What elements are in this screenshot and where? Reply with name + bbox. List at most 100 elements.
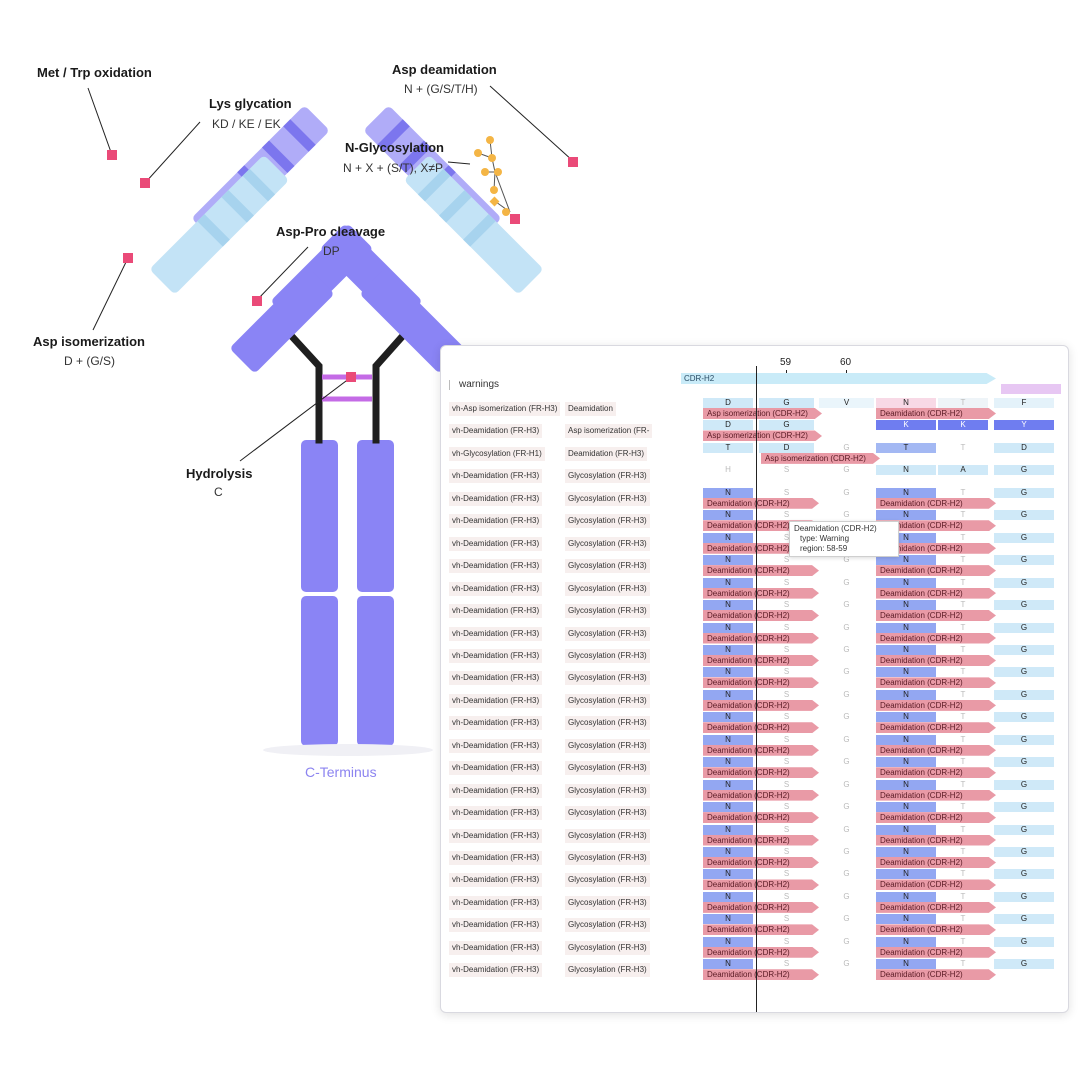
- annotation-bar[interactable]: Deamidation (CDR-H2): [876, 857, 996, 868]
- warning-label-secondary[interactable]: Glycosylation (FR-H3): [565, 963, 650, 978]
- residue-cell[interactable]: T: [938, 936, 988, 947]
- residue-cell[interactable]: G: [819, 757, 874, 768]
- annotation-bar[interactable]: Deamidation (CDR-H2): [703, 677, 819, 689]
- annotation-bar[interactable]: Deamidation (CDR-H2): [703, 542, 819, 554]
- residue-cell[interactable]: N: [876, 914, 936, 925]
- residue-cell[interactable]: G: [819, 600, 874, 611]
- warnings-panel[interactable]: warnings 59 60 CDR-H2 vh-Asp isomerizati…: [440, 345, 1069, 1013]
- residue-cell[interactable]: T: [938, 600, 988, 611]
- annotation-bar[interactable]: Deamidation (CDR-H2): [876, 654, 996, 666]
- warning-label-secondary[interactable]: Glycosylation (FR-H3): [565, 491, 650, 506]
- residue-cell[interactable]: G: [819, 936, 874, 947]
- residue-cell[interactable]: N: [703, 600, 753, 611]
- warning-label-secondary[interactable]: Glycosylation (FR-H3): [565, 783, 650, 798]
- residue-cell[interactable]: G: [994, 622, 1054, 633]
- annotation-bar[interactable]: Deamidation (CDR-H2): [876, 587, 996, 599]
- annotation-bar[interactable]: Deamidation (CDR-H2): [703, 834, 819, 846]
- residue-cell[interactable]: N: [876, 757, 936, 768]
- residue-cell[interactable]: G: [994, 757, 1054, 768]
- warning-label-secondary[interactable]: Glycosylation (FR-H3): [565, 895, 650, 910]
- residue-cell[interactable]: G: [819, 622, 874, 633]
- residue-cell[interactable]: S: [759, 734, 814, 745]
- residue-cell[interactable]: S: [759, 667, 814, 678]
- residue-cell[interactable]: T: [938, 577, 988, 588]
- warning-label[interactable]: vh-Deamidation (FR-H3): [449, 693, 543, 708]
- annotation-bar[interactable]: Deamidation (CDR-H2): [876, 789, 996, 801]
- table-row[interactable]: vh-Deamidation (FR-H3)Glycosylation (FR-…: [441, 779, 1068, 802]
- residue-cell[interactable]: G: [994, 824, 1054, 835]
- residue-cell[interactable]: T: [938, 779, 988, 790]
- residue-cell[interactable]: T: [938, 734, 988, 745]
- annotation-bar[interactable]: Deamidation (CDR-H2): [876, 901, 996, 913]
- residue-cell[interactable]: N: [876, 847, 936, 857]
- residue-cell[interactable]: N: [703, 712, 753, 723]
- annotation-bar[interactable]: Deamidation (CDR-H2): [876, 699, 996, 711]
- warning-label-secondary[interactable]: Deamidation (FR-H3): [565, 446, 648, 461]
- residue-cell[interactable]: N: [703, 936, 753, 947]
- residue-cell[interactable]: N: [703, 869, 753, 880]
- annotation-bar[interactable]: Asp isomerization (CDR-H2): [761, 452, 880, 464]
- position-cursor[interactable]: [756, 366, 757, 1012]
- warning-label[interactable]: vh-Deamidation (FR-H3): [449, 424, 543, 439]
- residue-cell[interactable]: S: [759, 622, 814, 633]
- annotation-bar[interactable]: Asp isomerization (CDR-H2): [703, 408, 822, 419]
- annotation-bar[interactable]: Deamidation (CDR-H2): [876, 497, 996, 509]
- residue-cell[interactable]: N: [876, 622, 936, 633]
- warning-label-secondary[interactable]: Glycosylation (FR-H3): [565, 851, 650, 865]
- annotation-bar[interactable]: Deamidation (CDR-H2): [876, 767, 996, 779]
- residue-cell[interactable]: T: [938, 802, 988, 813]
- table-row[interactable]: vh-Deamidation (FR-H3)Glycosylation (FR-…: [441, 712, 1068, 734]
- warning-label[interactable]: vh-Deamidation (FR-H3): [449, 918, 543, 933]
- table-row[interactable]: vh-Deamidation (FR-H3)Glycosylation (FR-…: [441, 936, 1068, 959]
- table-row[interactable]: vh-Deamidation (FR-H3)Glycosylation (FR-…: [441, 959, 1068, 981]
- annotation-bar[interactable]: Deamidation (CDR-H2): [703, 520, 819, 532]
- warning-label[interactable]: vh-Deamidation (FR-H3): [449, 469, 543, 484]
- residue-cell[interactable]: G: [819, 510, 874, 521]
- table-row[interactable]: vh-Deamidation (FR-H3)Glycosylation (FR-…: [441, 465, 1068, 487]
- residue-cell[interactable]: Y: [994, 420, 1054, 431]
- residue-cell[interactable]: G: [819, 667, 874, 678]
- residue-cell[interactable]: N: [876, 510, 936, 521]
- residue-cell[interactable]: S: [759, 555, 814, 566]
- residue-cell[interactable]: G: [819, 802, 874, 813]
- warning-label[interactable]: vh-Deamidation (FR-H3): [449, 895, 543, 910]
- annotation-bar[interactable]: Deamidation (CDR-H2): [703, 946, 819, 958]
- residue-cell[interactable]: G: [994, 847, 1054, 857]
- residue-cell[interactable]: G: [994, 510, 1054, 521]
- residue-cell[interactable]: N: [876, 689, 936, 700]
- annotation-bar[interactable]: Deamidation (CDR-H2): [876, 565, 996, 577]
- warning-label-secondary[interactable]: Glycosylation (FR-H3): [565, 716, 650, 731]
- residue-cell[interactable]: D: [703, 398, 753, 408]
- residue-cell[interactable]: D: [994, 442, 1054, 453]
- residue-cell[interactable]: T: [938, 644, 988, 655]
- residue-cell[interactable]: D: [703, 420, 753, 431]
- warning-label[interactable]: vh-Deamidation (FR-H3): [449, 761, 543, 776]
- residue-cell[interactable]: T: [938, 689, 988, 700]
- table-row[interactable]: vh-Deamidation (FR-H3)Glycosylation (FR-…: [441, 802, 1068, 824]
- residue-cell[interactable]: T: [938, 398, 988, 408]
- warning-label[interactable]: vh-Deamidation (FR-H3): [449, 873, 543, 888]
- residue-cell[interactable]: G: [759, 420, 814, 431]
- residue-cell[interactable]: T: [938, 712, 988, 723]
- residue-cell[interactable]: G: [819, 891, 874, 902]
- annotation-bar[interactable]: Deamidation (CDR-H2): [703, 632, 819, 644]
- residue-cell[interactable]: N: [876, 398, 936, 408]
- warning-label[interactable]: vh-Deamidation (FR-H3): [449, 491, 543, 506]
- table-row[interactable]: vh-Deamidation (FR-H3)Glycosylation (FR-…: [441, 532, 1068, 555]
- warning-label-secondary[interactable]: Glycosylation (FR-H3): [565, 738, 650, 753]
- warning-label-secondary[interactable]: Glycosylation (FR-H3): [565, 761, 650, 776]
- residue-cell[interactable]: T: [703, 442, 753, 453]
- warning-label-secondary[interactable]: Glycosylation (FR-H3): [565, 514, 650, 529]
- residue-cell[interactable]: G: [994, 712, 1054, 723]
- annotation-bar[interactable]: Deamidation (CDR-H2): [703, 610, 819, 622]
- residue-cell[interactable]: K: [876, 420, 936, 431]
- residue-cell[interactable]: G: [994, 689, 1054, 700]
- residue-cell[interactable]: N: [876, 734, 936, 745]
- annotation-bar[interactable]: Deamidation (CDR-H2): [876, 924, 996, 936]
- residue-cell[interactable]: G: [819, 487, 874, 498]
- residue-cell[interactable]: [819, 420, 874, 431]
- residue-cell[interactable]: S: [759, 779, 814, 790]
- residue-cell[interactable]: N: [703, 847, 753, 857]
- residue-cell[interactable]: T: [938, 891, 988, 902]
- residue-cell[interactable]: N: [876, 779, 936, 790]
